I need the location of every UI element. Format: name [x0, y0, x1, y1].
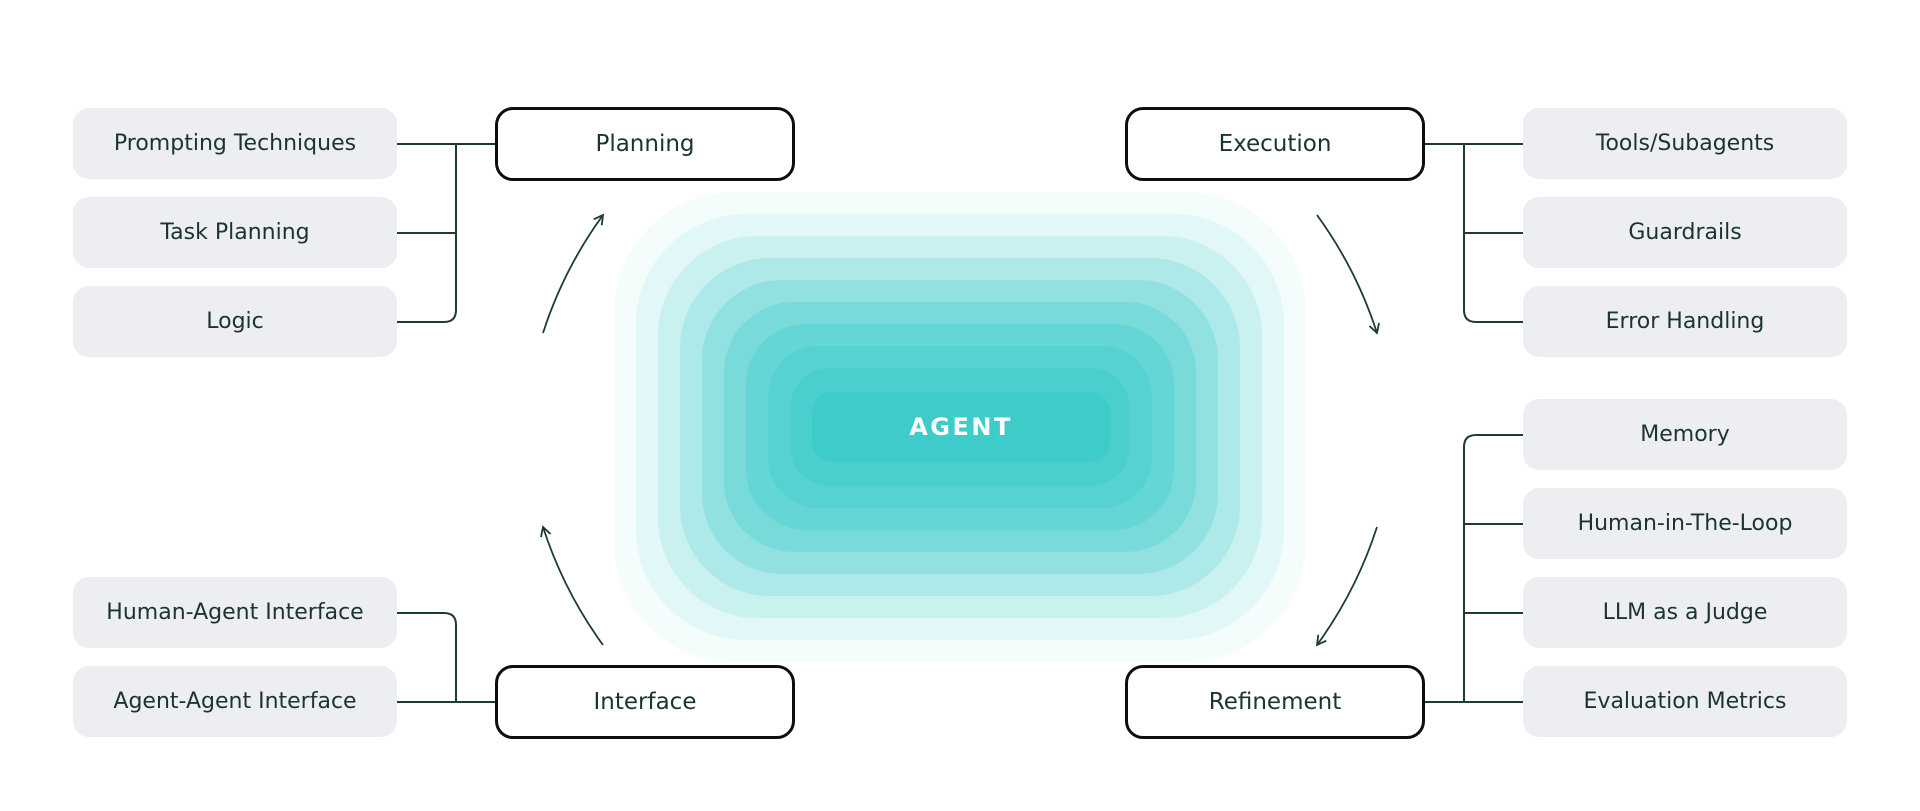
leaf-error-handling: Error Handling: [1523, 286, 1847, 357]
connector-interface-human-agent: [397, 612, 457, 702]
leaf-label: Logic: [206, 309, 264, 334]
leaf-guardrails: Guardrails: [1523, 197, 1847, 268]
agent-center-label: AGENT: [909, 413, 1013, 441]
hub-planning: Planning: [495, 107, 795, 181]
leaf-llm-as-a-judge: LLM as a Judge: [1523, 577, 1847, 648]
hub-refinement-label: Refinement: [1208, 689, 1342, 715]
hub-interface-label: Interface: [593, 689, 697, 715]
leaf-label: Guardrails: [1628, 220, 1742, 245]
leaf-agent-agent-interface: Agent-Agent Interface: [73, 666, 397, 737]
leaf-human-in-the-loop: Human-in-The-Loop: [1523, 488, 1847, 559]
hub-refinement: Refinement: [1125, 665, 1425, 739]
leaf-label: Error Handling: [1605, 309, 1765, 334]
hub-planning-label: Planning: [595, 131, 695, 157]
leaf-human-agent-interface: Human-Agent Interface: [73, 577, 397, 648]
hub-execution-label: Execution: [1218, 131, 1332, 157]
cycle-arrow-interface-to-planning: [542, 213, 605, 334]
leaf-label: Human-Agent Interface: [106, 600, 364, 625]
cycle-arrow-refinement-to-interface: [540, 525, 604, 646]
leaf-task-planning: Task Planning: [73, 197, 397, 268]
connector-planning-logic: [397, 144, 457, 323]
leaf-prompting-techniques: Prompting Techniques: [73, 108, 397, 179]
cycle-arrow-execution-to-refinement: [1315, 526, 1378, 647]
leaf-label: Prompting Techniques: [113, 131, 357, 156]
connector-execution-error-handling: [1463, 144, 1523, 323]
leaf-label: Agent-Agent Interface: [113, 689, 357, 714]
leaf-label: Human-in-The-Loop: [1577, 511, 1793, 536]
leaf-label: LLM as a Judge: [1602, 600, 1768, 625]
hub-execution: Execution: [1125, 107, 1425, 181]
leaf-label: Task Planning: [160, 220, 310, 245]
hub-interface: Interface: [495, 665, 795, 739]
leaf-label: Tools/Subagents: [1595, 131, 1775, 156]
connector-refinement-memory: [1463, 434, 1523, 702]
leaf-evaluation-metrics: Evaluation Metrics: [1523, 666, 1847, 737]
leaf-logic: Logic: [73, 286, 397, 357]
agent-center-node: AGENT: [812, 392, 1110, 462]
leaf-memory: Memory: [1523, 399, 1847, 470]
leaf-label: Evaluation Metrics: [1583, 689, 1787, 714]
leaf-label: Memory: [1640, 422, 1730, 447]
cycle-arrow-planning-to-execution: [1316, 214, 1380, 335]
leaf-tools-subagents: Tools/Subagents: [1523, 108, 1847, 179]
